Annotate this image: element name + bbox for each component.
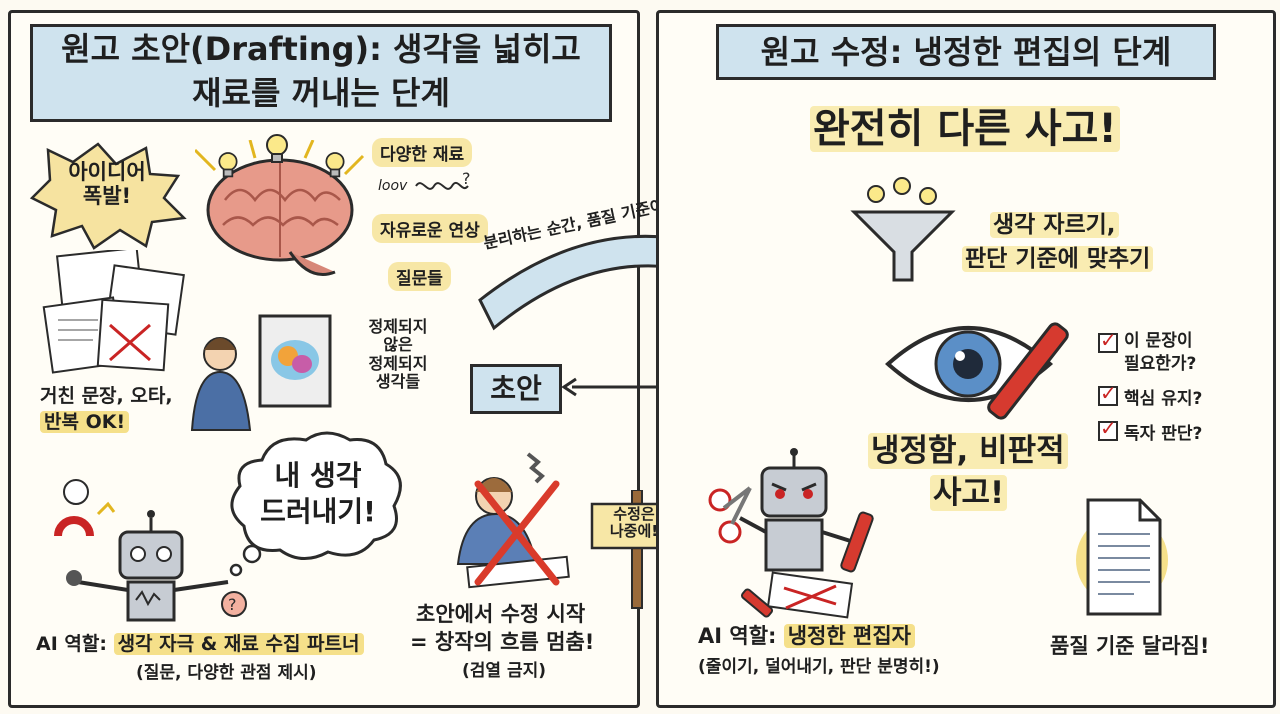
stop-line2: = 창작의 흐름 멈춤! [410,630,595,654]
revision-heading: 완전히 다른 사고! [810,106,1120,152]
revision-heading-text: 완전히 다른 사고! [810,106,1120,152]
cold-line1-text: 냉정함, 비판적 [868,433,1068,469]
ai-role-revision-highlight: 냉정한 편집자 [783,624,915,648]
lightbulb-icon [325,152,345,178]
ai-role-drafting-prefix: AI 역할: [36,633,114,655]
ai-role-revision: AI 역할: 냉정한 편집자 [698,624,915,648]
drafting-title-line2: 재료를 꺼내는 단계 [192,74,450,112]
funnel-icon [850,177,956,282]
stop-sub: (검열 금지) [462,661,547,681]
cold-line2-text: 사고! [930,475,1008,511]
document-icon [1076,498,1168,616]
revision-title: 원고 수정: 냉정한 편집의 단계 [716,24,1216,80]
quality-changes-text: 품질 기준 달라짐! [1050,634,1210,658]
checkbox-icon [1098,416,1118,442]
rough-sentences-ok: 반복 OK! [40,411,130,433]
idea-burst-shape [29,142,187,250]
scribble-icon: ? [415,172,471,190]
check-item: 이 문장이 필요한가? [1098,328,1258,376]
ai-role-drafting-highlight: 생각 자극 & 재료 수집 파트너 [113,633,364,655]
svg-text:?: ? [228,595,237,614]
check-item-label: 핵심 유지? [1124,388,1203,409]
unorganized-thoughts-text: 정제되지 않은 정제되지 생각들 [368,317,428,392]
idea-burst-text: 아이디어 폭발! [68,160,146,209]
cold-line1: 냉정함, 비판적 [868,433,1068,470]
checkbox-icon [1098,328,1118,353]
rough-papers-icon [42,250,185,374]
robot-editor-icon [708,448,874,619]
person-viewing-brain-painting-icon [190,314,332,431]
funnel-line2-text: 판단 기준에 맞추기 [962,246,1154,272]
frustrated-writer-icon [456,452,570,589]
ai-role-drafting: AI 역할: 생각 자극 & 재료 수집 파트너 [36,633,364,656]
check-item-label: 이 문장이 필요한가? [1124,331,1197,374]
drafting-title: 원고 초안(Drafting): 생각을 넓히고 재료를 꺼내는 단계 [30,24,612,122]
lightbulb-icon [266,134,288,163]
check-item-label: 독자 판단? [1124,423,1203,444]
thought-bubble-text: 내 생각 드러내기! [260,459,376,529]
draft-label: 초안 [470,364,562,414]
lightbulb-icon [218,152,238,178]
label-free-association: 자유로운 연상 [372,214,488,243]
label-diverse-materials: 다양한 재료 [372,138,473,167]
robot-icon: ? [54,479,247,622]
check-item: 독자 판단? [1098,416,1258,444]
checkbox-icon [1098,381,1118,407]
svg-text:?: ? [462,172,471,188]
label-questions: 질문들 [388,262,451,291]
check-item: 핵심 유지? [1098,381,1258,409]
cold-line2: 사고! [930,475,1008,512]
funnel-line2: 판단 기준에 맞추기 [962,246,1154,272]
signpost-text: 수정은 나중에! [609,505,659,541]
drafting-title-line1: 원고 초안(Drafting): 생각을 넓히고 [61,30,581,68]
ai-role-revision-prefix: AI 역할: [698,624,784,648]
thought-bubble-shape [229,431,402,577]
ai-role-revision-sub: (줄이기, 덜어내기, 판단 분명히!) [698,657,940,677]
checklist: 이 문장이 필요한가? 핵심 유지? 독자 판단? [1098,328,1258,444]
scribble-text: loov [378,178,408,194]
funnel-line1: 생각 자르기, [990,212,1119,238]
stop-line1: 초안에서 수정 시작 [416,602,586,626]
rough-sentences-line1: 거친 문장, 오타, [40,385,173,407]
pen-icon [987,322,1069,420]
rough-sentences-line2: 반복 OK! [40,411,130,434]
ai-role-drafting-sub: (질문, 다양한 관점 제시) [136,663,317,683]
funnel-line1-text: 생각 자르기, [990,212,1119,238]
